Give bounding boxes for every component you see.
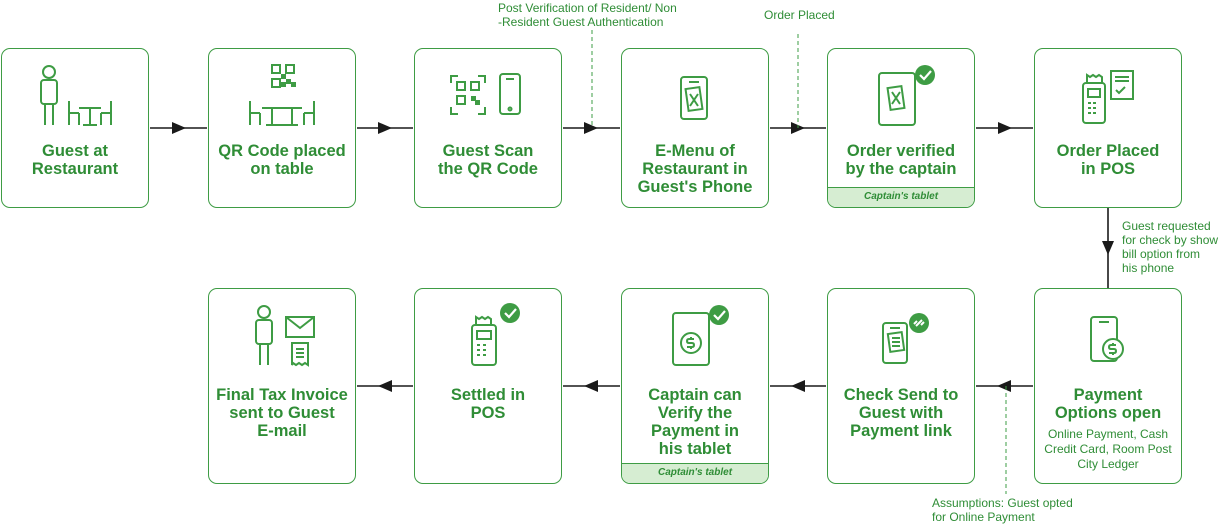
tablet-verified-icon [878,65,935,126]
arrowhead [378,380,392,392]
arrowhead [998,122,1012,134]
phone-payment-icon [1090,316,1124,362]
pos-receipt-icon [1082,70,1134,124]
qr-table-icon [249,64,315,126]
captain-tablet-footer: Captain's tablet [622,463,768,483]
check-badge-icon [709,305,729,325]
arrowhead [791,122,805,134]
check-badge-icon [500,303,520,323]
arrowhead [584,122,598,134]
check-badge-icon [915,65,935,85]
annotation-assumption: Assumptions: Guest opted for Online Paym… [932,496,1073,524]
guest-invoice-email-icon [255,305,315,367]
captain-tablet-footer: Captain's tablet [828,187,974,207]
annotation-order-placed: Order Placed [764,8,835,22]
arrowhead [791,380,805,392]
arrowhead [584,380,598,392]
pos-settled-icon [471,303,520,366]
tablet-payment-verified-icon [672,305,729,366]
arrowhead [172,122,186,134]
arrowhead [997,380,1011,392]
annotation-verification: Post Verification of Resident/ Non-Resid… [498,1,677,29]
scan-qr-phone-icon [450,73,521,115]
phone-payment-link-icon [882,313,929,364]
arrowhead [378,122,392,134]
phone-menu-icon [680,76,708,120]
arrowhead [1102,241,1114,255]
guest-table-icon [40,65,112,126]
